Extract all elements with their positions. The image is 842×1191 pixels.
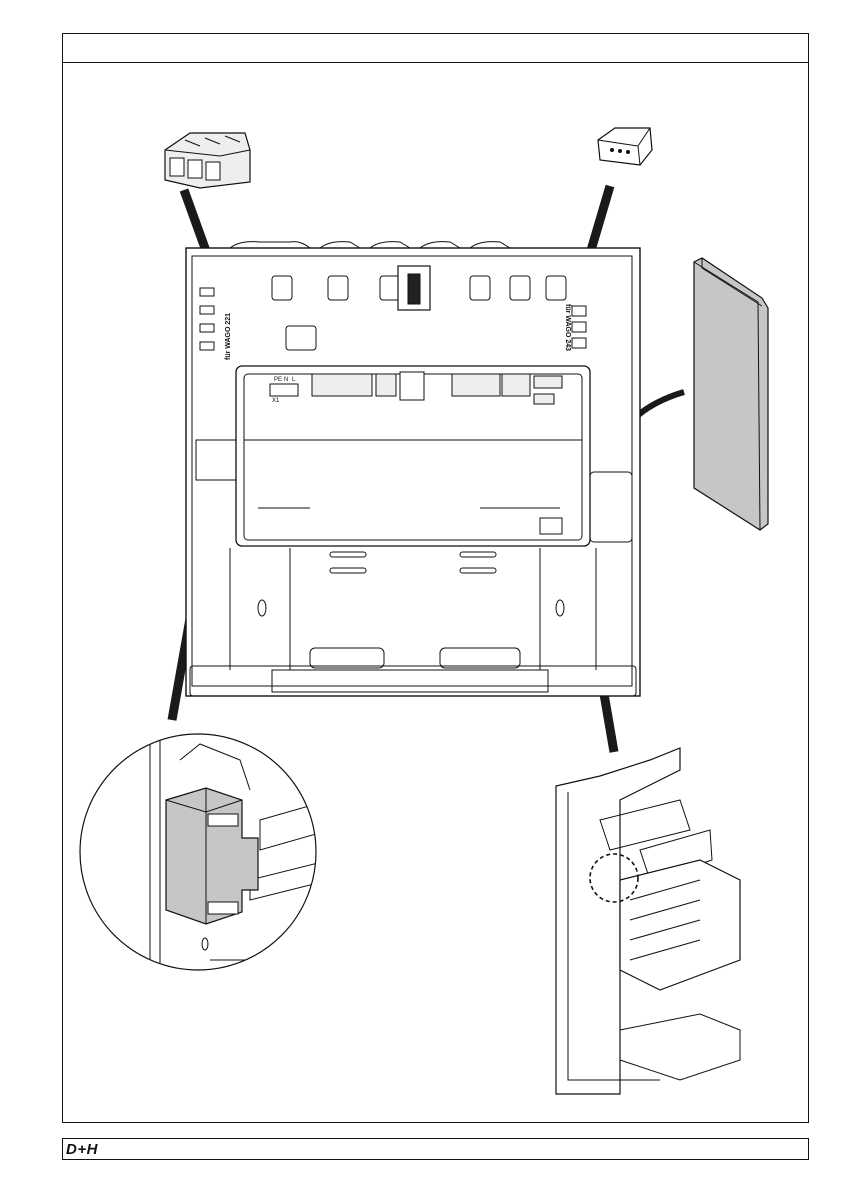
wago-243-connector-icon <box>598 128 652 165</box>
label-wago-221: für WAGO 221 <box>225 313 232 360</box>
mounting-bracket-icon <box>556 748 740 1094</box>
label-terminal-pe: PE <box>274 377 282 383</box>
label-terminal-n: N <box>284 377 288 383</box>
label-terminal-x1: X1 <box>272 398 280 404</box>
footer-bar <box>62 1138 809 1160</box>
label-wago-243: für WAGO 243 <box>564 304 571 351</box>
logo-text: D+H <box>66 1141 98 1158</box>
wago-221-connector-icon <box>165 133 250 188</box>
din-rail-module-icon <box>80 730 330 980</box>
cover-panel-icon <box>694 258 768 530</box>
dh-logo: D+H <box>66 1140 98 1158</box>
